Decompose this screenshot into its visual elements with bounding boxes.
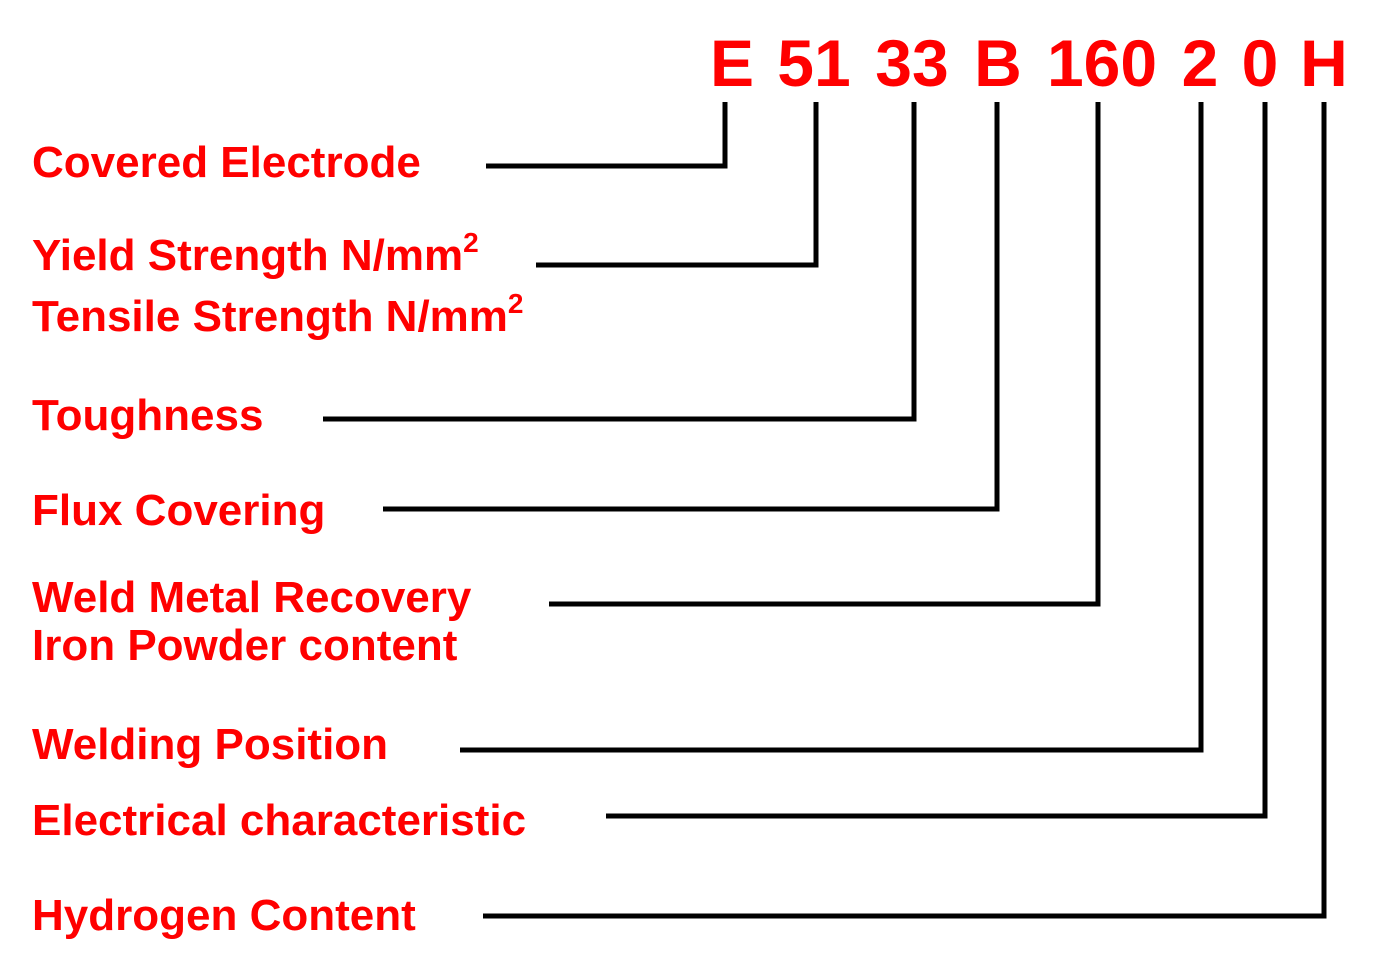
label-flux-covering-text: Flux Covering [32, 486, 326, 535]
connector-hydrogen-content [483, 102, 1327, 919]
label-covered-electrode: Covered Electrode [32, 139, 421, 187]
code-part-160: 160 [1046, 26, 1158, 100]
label-hydrogen-content-text: Hydrogen Content [32, 891, 416, 940]
label-tensile-strength-sup: 2 [507, 288, 524, 320]
connector-flux-covering [383, 102, 1000, 512]
code-part-33: 33 [875, 26, 949, 100]
code-part-h: H [1300, 26, 1348, 100]
label-weld-metal-recovery: Weld Metal Recovery [32, 574, 471, 622]
code-part-e: E [709, 26, 755, 100]
connector-welding-position [460, 102, 1204, 753]
connector-weld-metal-recovery [549, 102, 1101, 607]
label-flux-covering: Flux Covering [32, 487, 325, 535]
label-tensile-strength-text: Tensile Strength N/mm [32, 292, 508, 341]
label-welding-position: Welding Position [32, 721, 388, 769]
label-toughness-text: Toughness [32, 391, 264, 440]
label-weld-metal-recovery-text: Weld Metal Recovery [32, 573, 472, 622]
label-covered-electrode-text: Covered Electrode [32, 138, 421, 187]
label-tensile-strength: Tensile Strength N/mm2 [32, 290, 524, 341]
label-toughness: Toughness [32, 392, 263, 440]
label-iron-powder-content: Iron Powder content [32, 622, 457, 670]
label-hydrogen-content: Hydrogen Content [32, 892, 416, 940]
label-iron-powder-content-text: Iron Powder content [32, 621, 458, 670]
label-yield-strength: Yield Strength N/mm2 [32, 229, 479, 280]
label-electrical-characteristic: Electrical characteristic [32, 797, 526, 845]
connector-covered-electrode [486, 102, 728, 169]
code-part-2: 2 [1181, 26, 1219, 100]
label-welding-position-text: Welding Position [32, 720, 389, 769]
code-part-b: B [974, 26, 1022, 100]
code-part-51: 51 [777, 26, 851, 100]
connector-electrical-characteristic [606, 102, 1268, 819]
label-electrical-characteristic-text: Electrical characteristic [32, 796, 527, 845]
code-part-0: 0 [1241, 26, 1279, 100]
label-yield-strength-sup: 2 [463, 227, 479, 259]
label-yield-strength-text: Yield Strength N/mm [32, 231, 464, 280]
connector-strength [536, 102, 819, 268]
connector-toughness [323, 102, 917, 422]
